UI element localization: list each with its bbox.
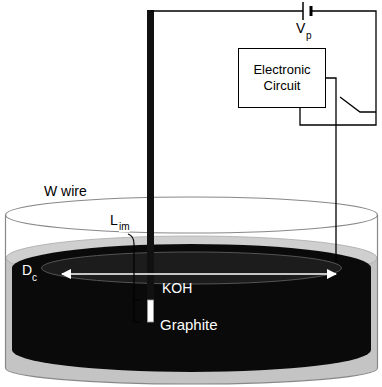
beaker-rim bbox=[6, 197, 378, 233]
beaker-wall bbox=[6, 215, 378, 384]
part-name: W wire bbox=[44, 184, 87, 199]
electrolyte-label: KOH bbox=[162, 281, 192, 296]
length-subscript: im bbox=[119, 221, 130, 232]
electrolyte bbox=[6, 236, 377, 384]
circuit-box: Electronic Circuit bbox=[238, 48, 326, 108]
diameter-subscript: c bbox=[32, 272, 37, 283]
box-label: Electronic Circuit bbox=[239, 62, 325, 93]
part-name: Graphite bbox=[160, 317, 218, 334]
length-label: L bbox=[110, 213, 118, 228]
circuit-wiring bbox=[151, 11, 377, 262]
tungsten-wire bbox=[147, 10, 154, 322]
diameter-label: D bbox=[22, 263, 32, 278]
graphite-crucible bbox=[12, 244, 371, 372]
diameter-arrow bbox=[62, 273, 336, 275]
battery-symbol bbox=[303, 2, 311, 20]
voltage-subscript: p bbox=[306, 30, 312, 41]
voltage-label: V bbox=[296, 21, 305, 36]
immersion-bracket bbox=[128, 234, 141, 322]
